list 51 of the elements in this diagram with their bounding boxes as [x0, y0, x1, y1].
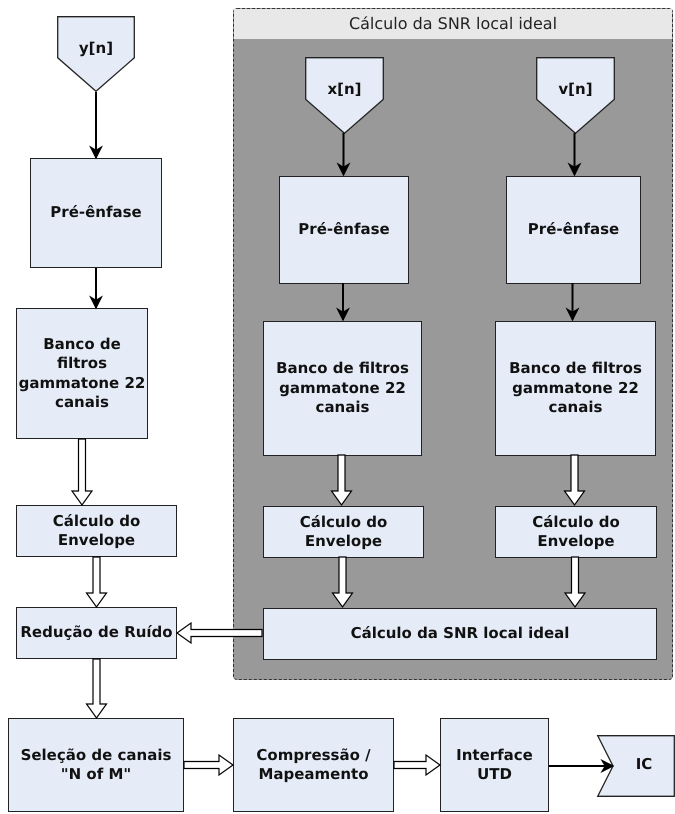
process-box — [16, 308, 148, 439]
block-label: x[n] — [326, 80, 363, 100]
block-label: Banco de filtros gammatone 22 canais — [18, 334, 146, 412]
process-box — [263, 321, 422, 456]
process-box — [440, 718, 549, 812]
group-panel — [233, 8, 673, 680]
block-label: Compressão / Mapeamento — [255, 746, 372, 784]
arrow — [568, 133, 582, 176]
arrow — [70, 438, 94, 506]
block-label: Redução de Ruído — [19, 623, 174, 643]
block-label: Banco de filtros gammatone 22 canais — [508, 359, 643, 418]
arrow — [89, 268, 103, 310]
block-label: Cálculo do Envelope — [52, 512, 142, 550]
block-label: Pré-ênfase — [49, 203, 143, 223]
process-box — [506, 176, 641, 284]
arrow — [563, 454, 586, 506]
process-box — [16, 505, 177, 557]
arrow — [85, 556, 108, 608]
group-title: Cálculo da SNR local ideal — [234, 9, 672, 39]
process-box — [263, 506, 424, 558]
block-label: Banco de filtros gammatone 22 canais — [275, 359, 410, 418]
arrow — [330, 454, 353, 506]
process-box — [279, 176, 409, 284]
arrow — [85, 658, 108, 720]
arrow — [549, 759, 614, 773]
arrow — [336, 283, 350, 322]
arrow — [393, 754, 442, 776]
block-label: Cálculo do Envelope — [531, 512, 621, 552]
block-label: Seleção de canais "N of M" — [20, 746, 172, 784]
block-label: Interface UTD — [455, 746, 534, 784]
process-box — [16, 607, 177, 659]
process-box — [8, 718, 184, 812]
block-label: Pré-ênfase — [526, 220, 620, 240]
process-box — [495, 321, 656, 456]
block-label: v[n] — [557, 80, 594, 100]
process-box — [263, 608, 657, 660]
block-label: IC — [634, 755, 654, 775]
block-label: Cálculo do Envelope — [298, 512, 388, 552]
process-box — [495, 506, 657, 558]
arrow — [331, 556, 354, 608]
arrow — [564, 556, 586, 608]
process-box — [30, 158, 162, 268]
arrow — [89, 92, 103, 160]
block-label: y[n] — [78, 38, 114, 58]
arrow — [566, 283, 580, 322]
arrow — [336, 133, 350, 176]
block-label: Pré-ênfase — [297, 220, 391, 240]
block-label: Cálculo da SNR local ideal — [350, 624, 570, 644]
arrow — [183, 754, 234, 776]
process-box — [233, 718, 394, 812]
arrow — [176, 622, 263, 644]
